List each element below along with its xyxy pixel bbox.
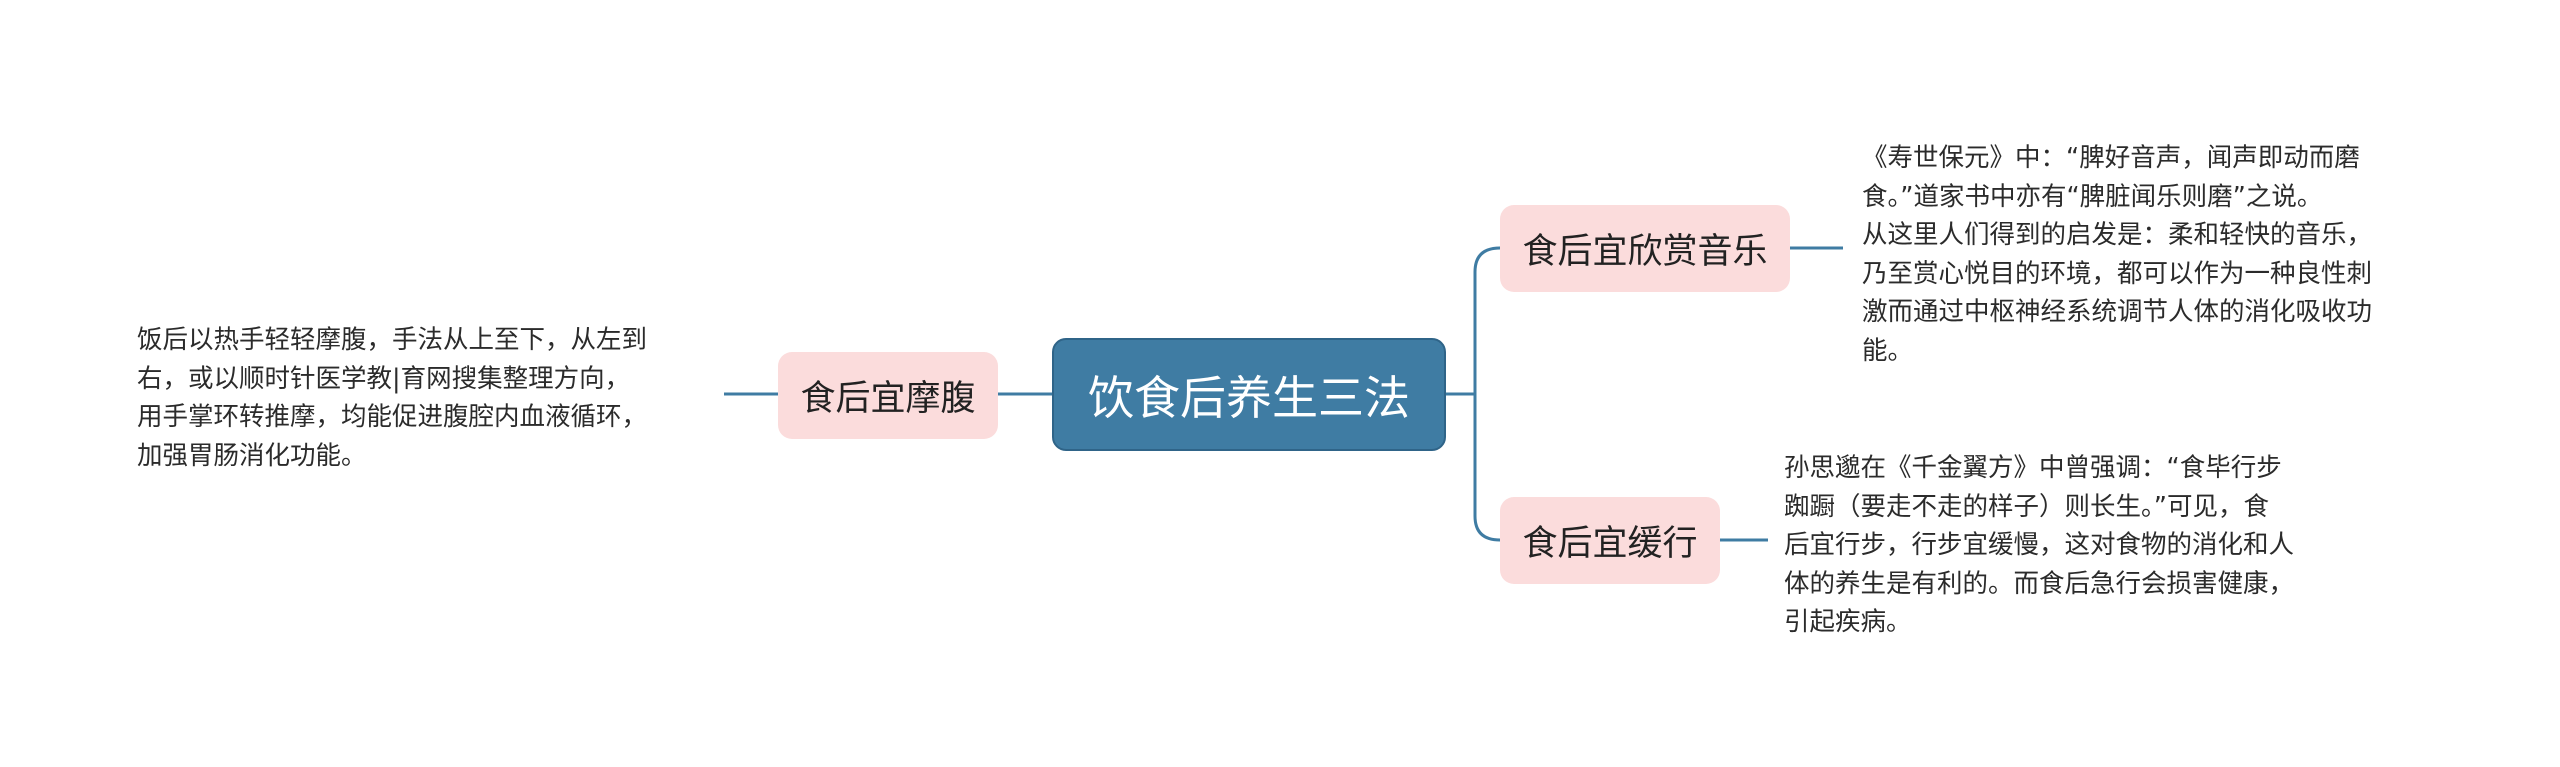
detail-line: 饭后以热手轻轻摩腹，手法从上至下，从左到 bbox=[137, 325, 648, 355]
detail-line: 加强胃肠消化功能。 bbox=[137, 440, 367, 471]
detail-line: 孙思邈在《千金翼方》中曾强调：“食毕行步 bbox=[1784, 453, 2282, 483]
detail-line: 用手掌环转推摩，均能促进腹腔内血液循环， bbox=[137, 402, 648, 432]
branch-node-left[interactable]: 食后宜摩腹 bbox=[778, 352, 998, 439]
root-node[interactable]: 饮食后养生三法 bbox=[1052, 338, 1446, 451]
detail-line: 右，或以顺时针医学教|育网搜集整理方向， bbox=[137, 363, 631, 394]
detail-line: 能。 bbox=[1862, 335, 1914, 366]
detail-line: 食。”道家书中亦有“脾脏闻乐则磨”之说。 bbox=[1862, 181, 2323, 212]
root-label: 饮食后养生三法 bbox=[1088, 370, 1410, 425]
detail-line: 体的养生是有利的。而食后急行会损害健康， bbox=[1784, 568, 2295, 599]
detail-line: 乃至赏心悦目的环境，都可以作为一种良性刺 bbox=[1862, 258, 2373, 289]
detail-line: 从这里人们得到的启发是：柔和轻快的音乐， bbox=[1862, 220, 2373, 250]
detail-text-top-right: 《寿世保元》中：“脾好音声，闻声即动而磨 食。”道家书中亦有“脾脏闻乐则磨”之说… bbox=[1862, 139, 2452, 370]
branch-node-bottom-right[interactable]: 食后宜缓行 bbox=[1500, 497, 1720, 584]
detail-line: 《寿世保元》中：“脾好音声，闻声即动而磨 bbox=[1862, 143, 2360, 173]
branch-label-top-right: 食后宜欣赏音乐 bbox=[1522, 232, 1768, 272]
detail-line: 踟蹰（要走不走的样子）则长生。”可见，食 bbox=[1784, 491, 2269, 522]
detail-line: 引起疾病。 bbox=[1784, 607, 1912, 637]
branch-label-bottom-right: 食后宜缓行 bbox=[1522, 524, 1698, 564]
detail-line: 后宜行步，行步宜缓慢，这对食物的消化和人 bbox=[1784, 530, 2295, 560]
detail-text-bottom-right: 孙思邈在《千金翼方》中曾强调：“食毕行步 踟蹰（要走不走的样子）则长生。”可见，… bbox=[1784, 449, 2374, 642]
detail-line: 激而通过中枢神经系统调节人体的消化吸收功 bbox=[1862, 297, 2373, 327]
branch-label-left: 食后宜摩腹 bbox=[800, 379, 976, 419]
connector-root-right bbox=[1446, 246, 1501, 542]
branch-node-top-right[interactable]: 食后宜欣赏音乐 bbox=[1500, 205, 1790, 292]
detail-text-left: 饭后以热手轻轻摩腹，手法从上至下，从左到 右，或以顺时针医学教|育网搜集整理方向… bbox=[137, 321, 737, 475]
